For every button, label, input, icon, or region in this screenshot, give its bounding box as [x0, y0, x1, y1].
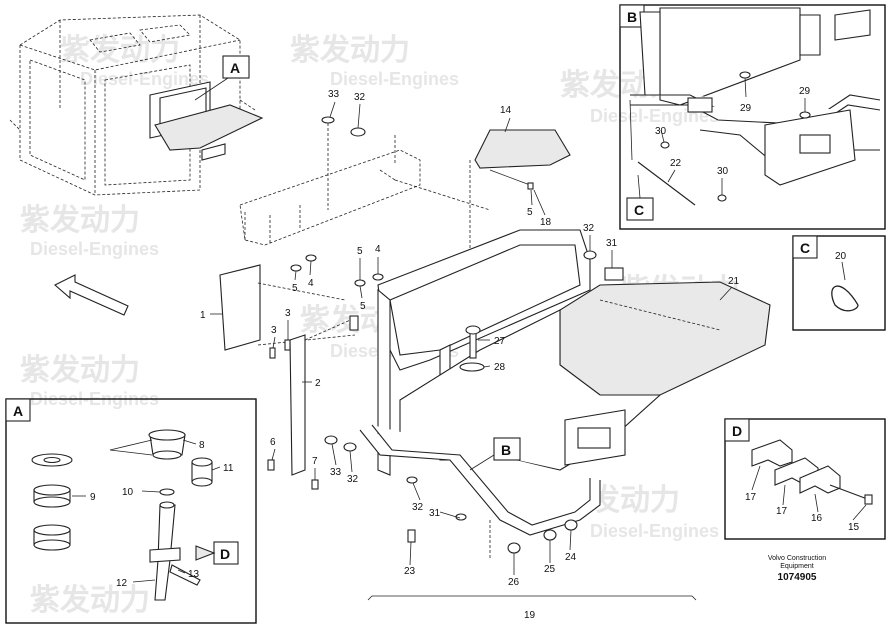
part-labels: 33 32 14 5 18 5 4 5 4 5 1 2 3 3 6 7 33 3… — [90, 86, 860, 621]
part-label: 29 — [799, 86, 811, 97]
detail-box-a-letter: A — [13, 403, 23, 419]
part-label: 27 — [494, 336, 506, 347]
part-label: 25 — [544, 564, 556, 575]
callout-tag-b-label: B — [501, 442, 511, 458]
part-label: 12 — [116, 578, 128, 589]
part-label: 20 — [835, 251, 847, 262]
cab-overview — [9, 14, 264, 196]
leader-lines — [72, 77, 867, 583]
part-label: 17 — [745, 492, 757, 503]
part-label: 15 — [848, 522, 860, 533]
detail-box-c-letter: C — [800, 240, 810, 256]
document-credit: Volvo Construction Equipment 1074905 — [768, 555, 826, 583]
detail-box-d: D — [724, 418, 886, 540]
part-label: 14 — [500, 105, 512, 116]
detail-box-b-letter: B — [627, 9, 637, 25]
watermark: 紫发动力 紫发动力 紫发动力 紫发动力 紫发动力 紫发动力 紫发动力 紫发动力 … — [20, 34, 769, 617]
callout-tag-a-label: A — [230, 60, 240, 76]
part-label: 30 — [655, 126, 667, 137]
part-label: 4 — [308, 278, 314, 289]
drawing-number: 1074905 — [778, 572, 817, 583]
part-label: 9 — [90, 492, 96, 503]
part-label: 11 — [223, 463, 234, 474]
part-label: 5 — [360, 301, 366, 312]
callout-tag-d-label: D — [220, 546, 230, 562]
watermark-en: Diesel-Engines — [590, 521, 719, 541]
part-label: 10 — [122, 487, 134, 498]
part-label: 31 — [429, 508, 441, 519]
watermark-cn: 紫发动力 — [20, 354, 140, 387]
watermark-cn: 紫发动力 — [60, 34, 180, 67]
part-label: 28 — [494, 362, 506, 373]
part-label: 1 — [200, 310, 206, 321]
detail-box-a: A — [5, 398, 257, 624]
part-label: 18 — [540, 217, 552, 228]
part-label: 4 — [375, 244, 381, 255]
part-label: 32 — [412, 502, 424, 513]
part-label: 6 — [270, 437, 276, 448]
credit-line-1: Volvo Construction — [768, 555, 826, 562]
part-label: 5 — [357, 246, 363, 257]
main-exploded-view — [219, 116, 771, 601]
part-label: 5 — [527, 207, 533, 218]
callout-tag-c-label: C — [634, 202, 644, 218]
part-label: 3 — [285, 308, 291, 319]
part-label: 17 — [776, 506, 788, 517]
watermark-cn: 紫发动力 — [290, 34, 410, 67]
part-label: 8 — [199, 440, 205, 451]
part-label: 30 — [717, 166, 729, 177]
part-label: 3 — [271, 325, 277, 336]
part-label: 13 — [188, 569, 200, 580]
part-label: 16 — [811, 513, 823, 524]
part-label: 23 — [404, 566, 416, 577]
part-label: 31 — [606, 238, 618, 249]
part-label: 32 — [354, 92, 366, 103]
watermark-en: Diesel-Engines — [80, 69, 209, 89]
detail-box-b: B — [619, 4, 886, 230]
part-label: 24 — [565, 552, 577, 563]
direction-arrow — [54, 274, 129, 316]
part-label: 33 — [328, 89, 340, 100]
part-label: 22 — [670, 158, 682, 169]
watermark-cn: 紫发动力 — [30, 584, 150, 617]
watermark-cn: 紫发动力 — [20, 204, 140, 237]
watermark-en: Diesel-Engines — [330, 69, 459, 89]
part-label: 19 — [524, 610, 536, 621]
part-label: 26 — [508, 577, 520, 588]
part-label: 29 — [740, 103, 752, 114]
watermark-en: Diesel-Engines — [30, 239, 159, 259]
callout-tag-b — [493, 437, 521, 461]
part-label: 7 — [312, 456, 318, 467]
part-label: 33 — [330, 467, 342, 478]
part-label: 21 — [728, 276, 740, 287]
callout-tag-a — [222, 55, 250, 79]
part-label: 2 — [315, 378, 321, 389]
part-label: 5 — [292, 283, 298, 294]
credit-line-2: Equipment — [780, 563, 814, 570]
detail-box-c: C — [792, 235, 886, 331]
detail-box-d-letter: D — [732, 423, 742, 439]
part-label: 32 — [347, 474, 359, 485]
watermark-en: Diesel-Engines — [590, 106, 719, 126]
part-label: 32 — [583, 223, 595, 234]
